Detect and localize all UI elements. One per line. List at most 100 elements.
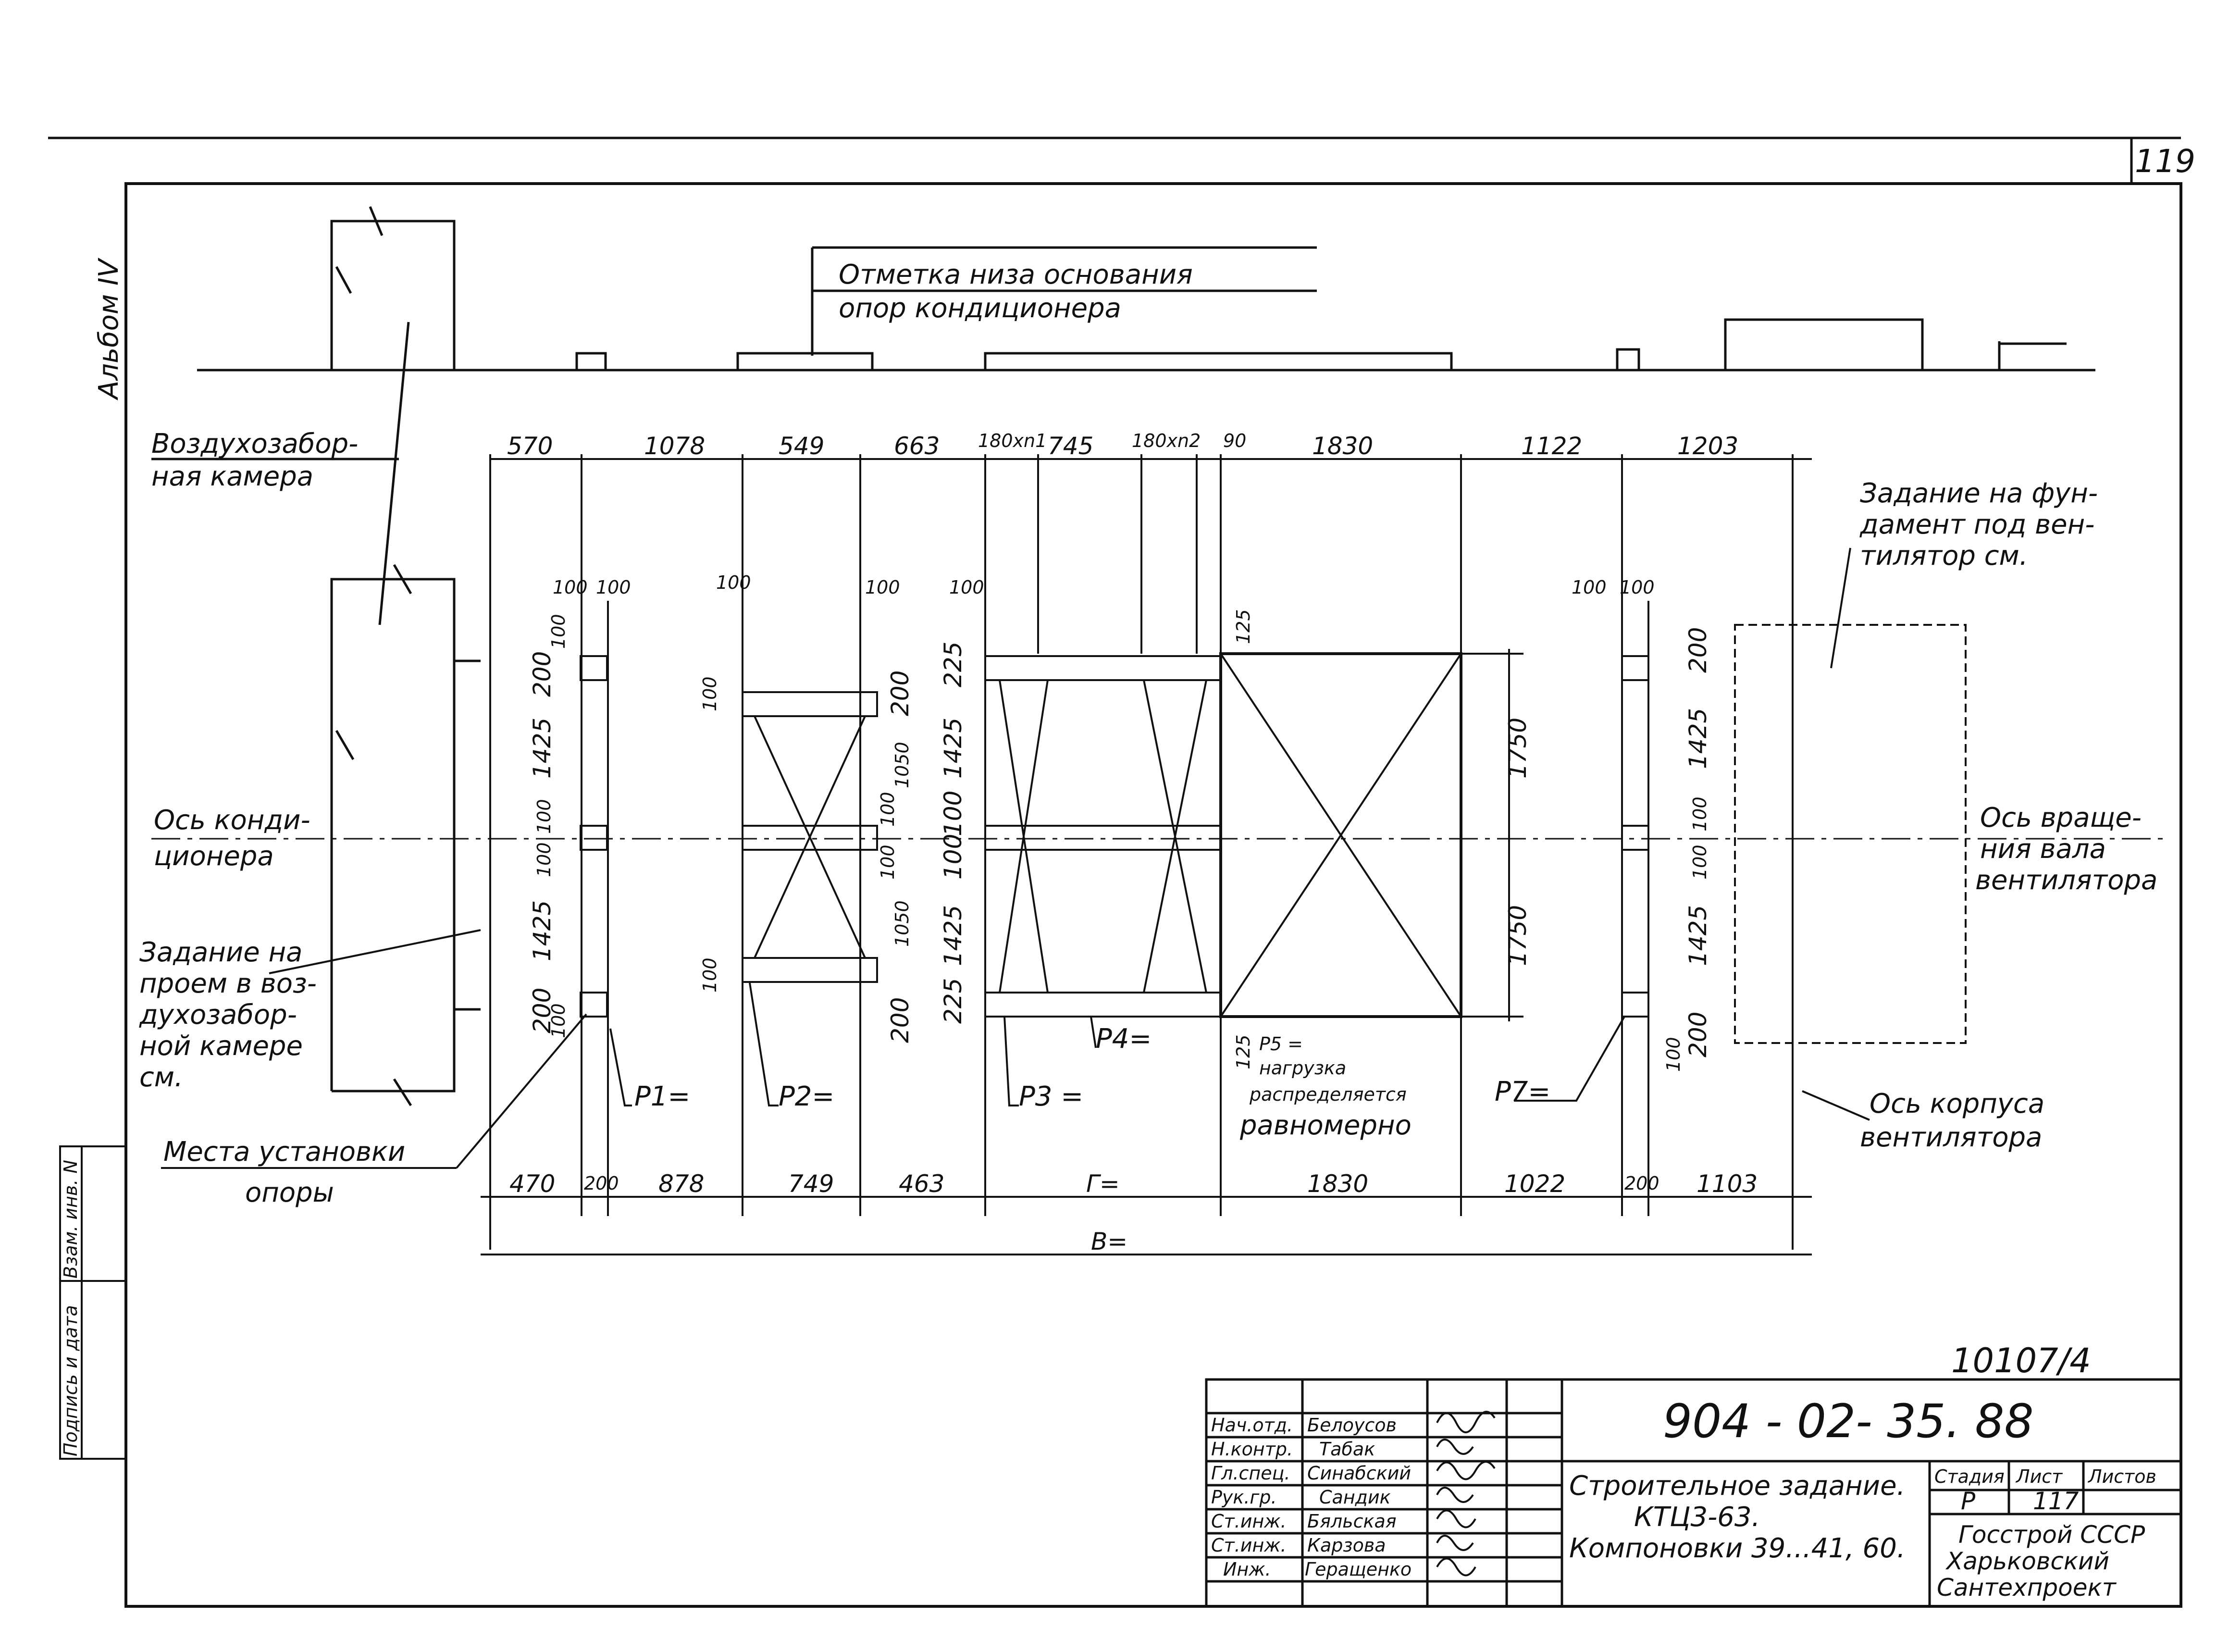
vdim-g5: 200 xyxy=(1684,1012,1712,1057)
sheet-number: 119 xyxy=(2135,143,2195,180)
p5-line3: распределяется xyxy=(1249,1084,1407,1105)
role: Рук.гр. xyxy=(1211,1487,1277,1508)
inventory-number: 10107/4 xyxy=(1951,1341,2091,1380)
top-dim: 90 xyxy=(1223,430,1246,451)
person-name: Геращенко xyxy=(1305,1559,1412,1580)
doc-title-line1: Строительное задание. xyxy=(1569,1470,1905,1502)
sheet-value: 117 xyxy=(2033,1487,2079,1515)
opening-task-line5: см. xyxy=(139,1062,183,1093)
overall-dim: B= xyxy=(1091,1228,1127,1255)
vdim-g3: 100 xyxy=(939,834,967,880)
base-mark-line1: Отметка низа основания xyxy=(839,259,1193,290)
small-dim: 100 xyxy=(949,577,984,598)
org-line1: Госстрой СССР xyxy=(1958,1521,2145,1549)
vdim-g2: 200 xyxy=(886,671,914,716)
vdim-g5: 100 xyxy=(1689,796,1710,832)
p5-line4: равномерно xyxy=(1239,1110,1412,1141)
top-dim: 549 xyxy=(779,432,824,460)
foundation-task-line2: дамент под вен- xyxy=(1859,509,2094,540)
vdim-g2: 100 xyxy=(877,845,898,880)
vdim-g1: 100 xyxy=(548,614,569,649)
vdim-g2: 100 xyxy=(877,792,898,827)
bottom-dim: 1022 xyxy=(1504,1170,1565,1198)
role: Ст.инж. xyxy=(1211,1511,1287,1532)
org-line3: Сантехпроект xyxy=(1937,1574,2117,1602)
top-dim: 745 xyxy=(1048,432,1093,460)
vdim-g4: 1750 xyxy=(1504,718,1532,779)
foundation-task-line1: Задание на фун- xyxy=(1860,478,2098,509)
intake-chamber-line1: Воздухозабор- xyxy=(151,428,358,460)
top-dim: 663 xyxy=(894,432,940,460)
vdim-g2: 1050 xyxy=(892,742,913,788)
vdim-g3: 100 xyxy=(939,791,967,836)
vdim-g1: 100 xyxy=(548,1003,569,1038)
opening-task-line2: проем в воз- xyxy=(139,968,317,999)
signatures xyxy=(1436,1411,1496,1577)
small-dim: 100 xyxy=(716,572,751,593)
load-p4: P4= xyxy=(1096,1023,1152,1055)
person-name: Бяльская xyxy=(1307,1511,1397,1532)
top-dim: 180xn2 xyxy=(1132,430,1201,451)
casing-axis-line1: Ось корпуса xyxy=(1870,1088,2044,1119)
vdim-g5: 1425 xyxy=(1684,905,1712,966)
small-dim: 100 xyxy=(1620,577,1655,598)
side-stamp-date: Подпись и дата xyxy=(60,1305,81,1456)
sheets-label: Листов xyxy=(2087,1466,2156,1487)
vdim-g1: 1425 xyxy=(528,900,556,961)
rotation-axis-line1: Ось враще- xyxy=(1980,802,2142,833)
elevation xyxy=(197,206,2095,372)
small-dim: 100 xyxy=(553,577,588,598)
support-places-line2: опоры xyxy=(245,1177,334,1208)
role: Н.контр. xyxy=(1211,1439,1293,1460)
vdim-g3: 225 xyxy=(939,978,967,1024)
p5-line2: нагрузка xyxy=(1259,1057,1346,1079)
person-name: Табак xyxy=(1319,1439,1375,1460)
vdim-g1: 100 xyxy=(533,799,555,834)
casing-axis-line2: вентилятора xyxy=(1860,1122,2042,1153)
vdim-g3: 1425 xyxy=(939,718,967,779)
vdim-g2: 200 xyxy=(886,997,914,1043)
small-dim: 100 xyxy=(596,577,631,598)
intake-chamber xyxy=(151,322,481,1106)
side-stamp: Подпись и дата Взам. инв. N xyxy=(59,1145,127,1460)
doc-code: 904 - 02- 35. 88 xyxy=(1663,1394,2034,1448)
album-label: Альбом IV xyxy=(93,258,124,400)
vdim-g1: 200 xyxy=(528,651,556,697)
base-mark-line2: опор кондиционера xyxy=(839,293,1121,324)
vdim-g3: 125 xyxy=(1233,1034,1254,1069)
vdim-g1: 1425 xyxy=(528,718,556,779)
vdim-g5: 100 xyxy=(1663,1037,1684,1072)
vdim-g1: 200 xyxy=(528,988,556,1033)
role: Инж. xyxy=(1223,1559,1271,1580)
org-line2: Харьковский xyxy=(1945,1547,2109,1575)
opening-task-line3: духозабор- xyxy=(139,999,297,1031)
doc-title-line2: КТЦ3-63. xyxy=(1634,1502,1760,1533)
vdim-g3: 225 xyxy=(939,642,967,687)
load-p1: P1= xyxy=(634,1081,690,1112)
opening-task-line1: Задание на xyxy=(139,937,302,968)
doc-title-line3: Компоновки 39...41, 60. xyxy=(1569,1533,1906,1564)
stage-label: Стадия xyxy=(1934,1466,2005,1487)
vdim-g3: 125 xyxy=(1233,609,1254,644)
vdim-g2: 1050 xyxy=(892,900,913,947)
small-dim: 100 xyxy=(1572,577,1607,598)
opening-task-line4: ной камере xyxy=(139,1031,303,1062)
bottom-dim: 200 xyxy=(1624,1173,1659,1194)
vdim-g4: 1750 xyxy=(1504,905,1532,966)
vdim-g5: 1425 xyxy=(1684,708,1712,769)
side-stamp-inv: Взам. инв. N xyxy=(60,1160,81,1279)
bottom-dim: 1830 xyxy=(1307,1170,1368,1198)
person-name: Синабский xyxy=(1307,1463,1411,1484)
role: Гл.спец. xyxy=(1211,1463,1290,1484)
load-p3: P3 = xyxy=(1019,1081,1083,1112)
top-dim: 1830 xyxy=(1312,432,1373,460)
load-p2: P2= xyxy=(779,1081,834,1112)
vdim-g2: 100 xyxy=(699,957,720,993)
sheet-frame xyxy=(48,137,2182,1608)
person-name: Сандик xyxy=(1319,1487,1391,1508)
top-dim: 570 xyxy=(507,432,553,460)
support-places-line1: Места установки xyxy=(163,1136,405,1168)
bottom-dim: 749 xyxy=(788,1170,834,1198)
top-dim: 180xn1 xyxy=(978,430,1047,451)
